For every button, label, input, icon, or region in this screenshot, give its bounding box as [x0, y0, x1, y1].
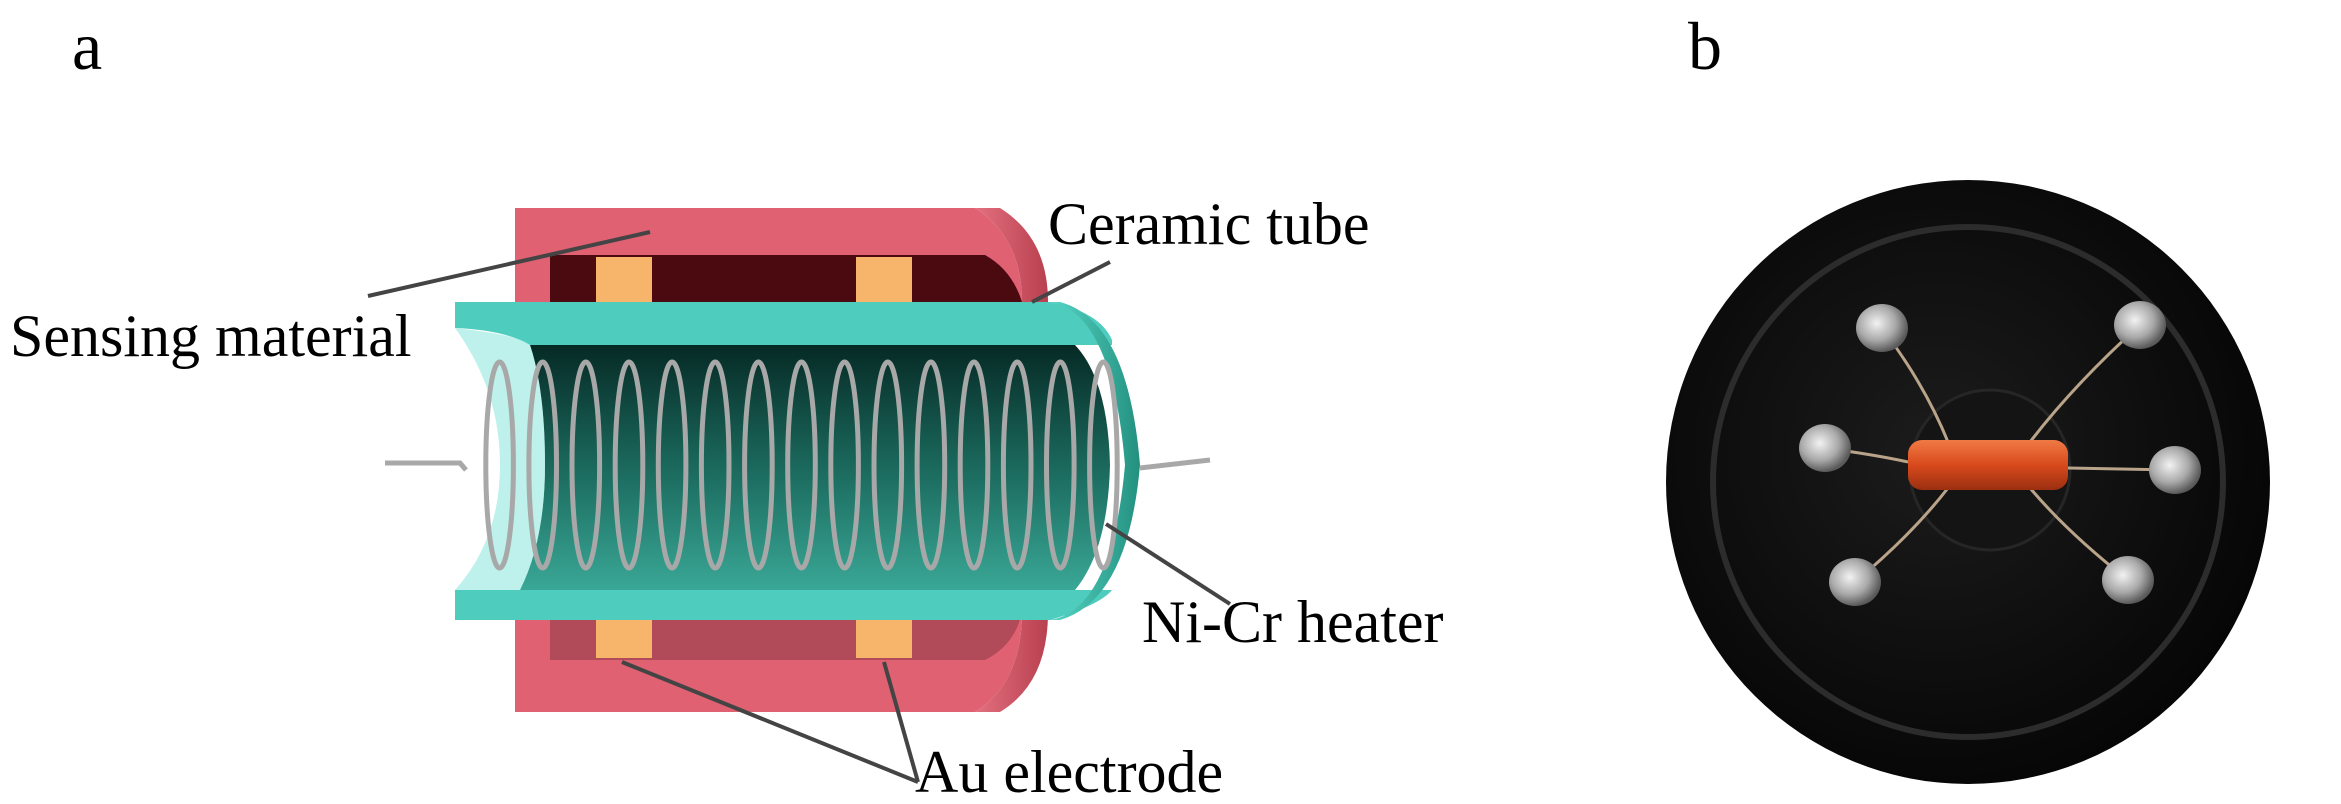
panel-b-label: b: [1688, 8, 1722, 84]
sensor-pin: [1829, 558, 1881, 606]
ni-cr-heater-coil: [385, 359, 1211, 571]
leader-heater: [1104, 522, 1232, 606]
heater-coil-turn: [1087, 359, 1120, 571]
heater-coil-turn: [698, 359, 732, 571]
heater-coil-turn: [483, 359, 516, 571]
leader-ceramic-tube: [1031, 260, 1111, 304]
sensor-pin: [1799, 424, 1851, 472]
leader-sensing-material: [367, 230, 651, 298]
heater-coil-turn: [871, 359, 905, 571]
ceramic-tube-cap: [1050, 302, 1140, 620]
label-ceramic-tube: Ceramic tube: [1048, 191, 1370, 257]
heater-coil-turn: [785, 359, 818, 571]
ceramic-tube-bottom-rim: [455, 590, 1112, 620]
heater-lead-right: [1139, 457, 1211, 471]
sensor-pin: [1856, 304, 1908, 352]
sensor-pin: [2114, 301, 2166, 349]
panel-a-label: a: [72, 8, 103, 84]
heater-coil-turn: [957, 359, 991, 571]
heater-coil-turn: [742, 359, 775, 571]
heater-coil-turn: [828, 359, 861, 571]
heater-coil-turn: [914, 359, 948, 571]
sensor-pin: [2149, 446, 2201, 494]
sensor-base-ring: [1710, 224, 2226, 740]
sensor-pins: [1799, 301, 2201, 606]
sensor-pin: [2102, 556, 2154, 604]
heater-coil-turn: [655, 359, 689, 571]
heater-coil-turn: [612, 359, 646, 571]
heater-coil-turn: [526, 359, 560, 571]
ceramic-tube-top-rim: [455, 302, 1112, 345]
electrode-top-left: [596, 257, 652, 303]
heater-lead-left: [385, 460, 468, 472]
sensor-body: [1908, 440, 2068, 490]
heater-coil-turn: [1000, 359, 1034, 571]
leader-lines: [367, 230, 1232, 784]
label-electrode: Au electrode: [915, 739, 1223, 804]
electrode-top-right: [856, 257, 912, 303]
leader-electrode-left: [621, 660, 919, 784]
label-sensing-material: Sensing material: [10, 303, 412, 369]
leader-electrode-right: [882, 661, 920, 783]
ceramic-tube-left-opening: [455, 328, 545, 590]
label-heater: Ni-Cr heater: [1142, 589, 1444, 655]
heater-coil-turn: [569, 359, 603, 571]
heater-coil-turn: [1044, 359, 1077, 571]
